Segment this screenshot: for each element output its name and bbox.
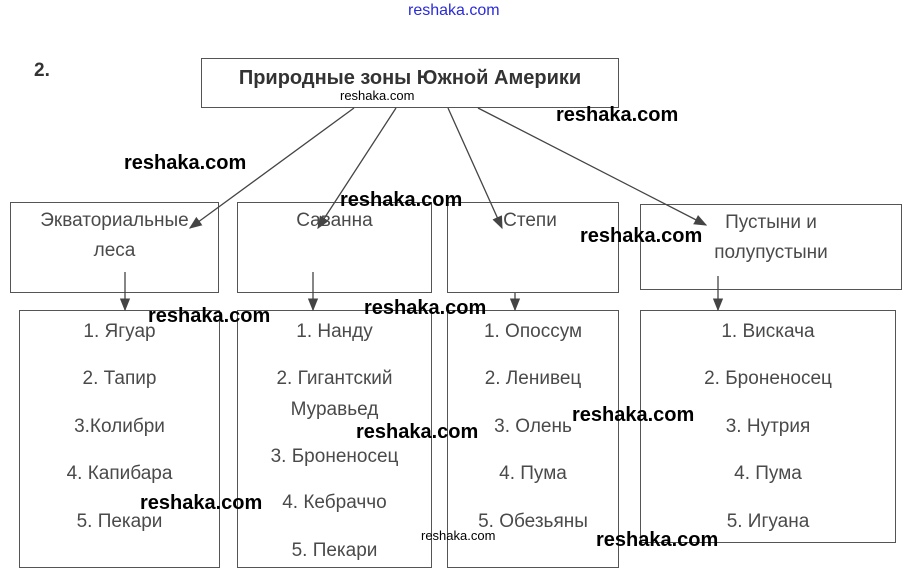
animal-item: 4. Пума <box>734 463 802 484</box>
animal-item: 4. Пума <box>499 463 567 484</box>
animal-item: 3.Колибри <box>74 416 165 437</box>
zone-box-steppe <box>447 202 619 293</box>
animal-item: 5. Пекари <box>76 511 163 532</box>
animal-item: 1. Нанду <box>296 321 373 342</box>
watermark: reshaka.com <box>340 189 463 211</box>
watermark: reshaka.com <box>421 528 496 543</box>
animal-item: 1. Опоссум <box>483 321 583 342</box>
title-box <box>201 58 619 108</box>
task-number: 2. <box>34 60 50 81</box>
zone-name: леса <box>93 240 136 261</box>
animal-item: 1. Ягуар <box>83 321 156 342</box>
arrow <box>447 107 503 230</box>
zone-name: Пустыни и <box>725 212 817 233</box>
watermark: reshaka.com <box>140 492 263 514</box>
animal-item: 1. Вискача <box>721 321 815 342</box>
watermark: reshaka.com <box>572 404 695 426</box>
header-watermark: reshaka.com <box>408 2 500 19</box>
zone-box-equatorial <box>10 202 219 293</box>
animal-item: 2. Ленивец <box>484 368 582 389</box>
list-box-savanna <box>237 310 432 568</box>
watermark: reshaka.com <box>124 152 247 174</box>
animal-item: 3. Нутрия <box>725 416 811 437</box>
zone-box-desert <box>640 204 902 290</box>
animal-item: 5. Игуана <box>726 511 810 532</box>
animal-item: 4. Кебраччо <box>282 492 387 513</box>
animal-item: 3. Олень <box>494 416 572 437</box>
arrow <box>477 107 708 226</box>
arrow <box>317 107 397 230</box>
watermark: reshaka.com <box>364 297 487 319</box>
zone-name: Степи <box>503 210 557 231</box>
list-box-equatorial <box>19 310 220 568</box>
zone-name: Экваториальные <box>40 210 189 231</box>
animal-item: 5. Пекари <box>291 540 378 561</box>
animal-item: Муравьед <box>290 399 379 420</box>
animal-item: 2. Тапир <box>82 368 157 389</box>
watermark: reshaka.com <box>580 225 703 247</box>
title: Природные зоны Южной Америки <box>238 67 582 89</box>
animal-item: 3. Броненосец <box>270 446 399 467</box>
watermark: reshaka.com <box>356 421 479 443</box>
animal-item: 4. Капибара <box>66 463 173 484</box>
zone-box-savanna <box>237 202 432 293</box>
watermark: reshaka.com <box>340 88 415 103</box>
watermark: reshaka.com <box>596 529 719 551</box>
animal-item: 5. Обезьяны <box>478 511 588 532</box>
watermark: reshaka.com <box>148 305 271 327</box>
animal-item: 2. Гигантский <box>276 368 393 389</box>
animal-item: 2. Броненосец <box>704 368 832 389</box>
list-box-desert <box>640 310 896 543</box>
arrow <box>188 107 355 229</box>
zone-name: полупустыни <box>714 242 828 263</box>
list-box-steppe <box>447 310 619 568</box>
zone-name: Саванна <box>296 210 373 231</box>
watermark: reshaka.com <box>556 104 679 126</box>
